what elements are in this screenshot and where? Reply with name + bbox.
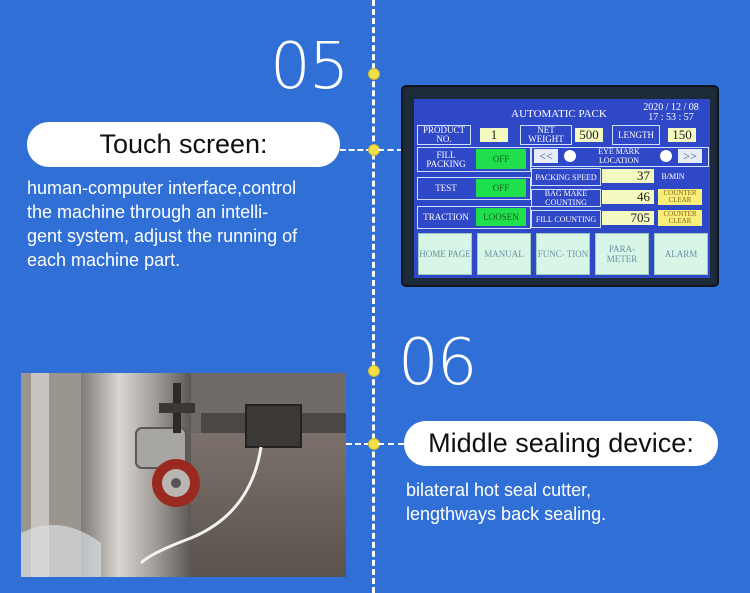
- fill-counting-label: FILL COUNTING: [535, 214, 597, 224]
- sealing-device-illustration: [21, 373, 346, 577]
- eye-mark-label: EYE MARK LOCATION: [598, 147, 640, 165]
- test-label: TEST: [435, 183, 457, 193]
- test-toggle[interactable]: OFF: [476, 179, 526, 197]
- connector-line: [378, 149, 403, 151]
- hmi-date: 2020 / 12 / 08: [643, 101, 699, 113]
- description-line: bilateral hot seal cutter,: [406, 480, 592, 500]
- bag-make-label: BAG MAKE COUNTING: [544, 189, 588, 207]
- frame: [531, 147, 709, 167]
- description-line: gent system, adjust the running of: [27, 226, 298, 246]
- manual-key[interactable]: MANUAL: [477, 233, 531, 275]
- connector-line: [346, 443, 370, 445]
- connector-line: [340, 149, 372, 151]
- net-weight-label: NET WEIGHT: [528, 125, 564, 144]
- parameter-key[interactable]: PARA- METER: [595, 233, 649, 275]
- description-line: human-computer interface,control: [27, 178, 297, 198]
- traction-toggle[interactable]: LOOSEN: [476, 208, 526, 226]
- length-label: LENGTH: [618, 129, 654, 140]
- frame: [417, 206, 531, 229]
- eye-mark-right-button[interactable]: >>: [678, 149, 702, 163]
- frame: [531, 210, 601, 228]
- frame: [612, 125, 660, 145]
- section-number-06: 06: [398, 326, 477, 400]
- eye-mark-left-button[interactable]: <<: [534, 149, 558, 163]
- bag-counter-clear-button[interactable]: COUNTER CLEAR: [658, 189, 702, 205]
- home-page-key[interactable]: HOME PAGE: [418, 233, 472, 275]
- section-number-05: 05: [270, 30, 349, 104]
- connector-dot: [368, 365, 380, 377]
- frame: [531, 168, 601, 186]
- middle-sealing-device-photo: [21, 373, 346, 577]
- traction-label: TRACTION: [423, 212, 469, 222]
- description-line: lengthways back sealing.: [406, 504, 607, 524]
- touch-screen-display: AUTOMATIC PACK 2020 / 12 / 08 17 : 53 : …: [414, 99, 710, 278]
- fill-counting-value: 705: [602, 210, 654, 225]
- section-title-touch-screen: Touch screen:: [27, 122, 340, 167]
- center-dashed-line: [372, 0, 375, 593]
- product-value[interactable]: 1: [480, 127, 508, 142]
- description-line: the machine through an intelli-: [27, 202, 269, 222]
- eye-mark-right-indicator: [660, 150, 672, 162]
- connector-dot: [368, 68, 380, 80]
- alarm-key[interactable]: ALARM: [654, 233, 708, 275]
- net-weight-value[interactable]: 500: [575, 127, 603, 142]
- frame: [417, 147, 531, 172]
- section-description-middle-sealing: bilateral hot seal cutter, lengthways ba…: [406, 478, 726, 526]
- speed-unit: B/MIN: [661, 171, 685, 181]
- fill-counter-clear-button[interactable]: COUNTER CLEAR: [658, 210, 702, 226]
- section-title-middle-sealing: Middle sealing device:: [404, 421, 718, 466]
- packing-speed-value: 37: [602, 168, 654, 183]
- eye-mark-left-indicator: [564, 150, 576, 162]
- frame: [531, 189, 601, 207]
- frame: [417, 177, 531, 200]
- fill-packing-label: FILL PACKING: [426, 149, 466, 169]
- function-key[interactable]: FUNC- TION: [536, 233, 590, 275]
- product-label: PRODUCT NO.: [422, 125, 465, 144]
- packing-speed-label: PACKING SPEED: [535, 172, 597, 182]
- hmi-time: 17 : 53 : 57: [648, 111, 694, 123]
- frame: [417, 125, 471, 145]
- section-description-touch-screen: human-computer interface,control the mac…: [27, 176, 372, 272]
- length-value[interactable]: 150: [668, 127, 696, 142]
- fill-packing-toggle[interactable]: OFF: [476, 149, 526, 169]
- hmi-title: AUTOMATIC PACK: [511, 107, 607, 120]
- frame: [520, 125, 572, 145]
- description-line: each machine part.: [27, 250, 181, 270]
- connector-line: [378, 443, 404, 445]
- bag-make-value: 46: [602, 189, 654, 204]
